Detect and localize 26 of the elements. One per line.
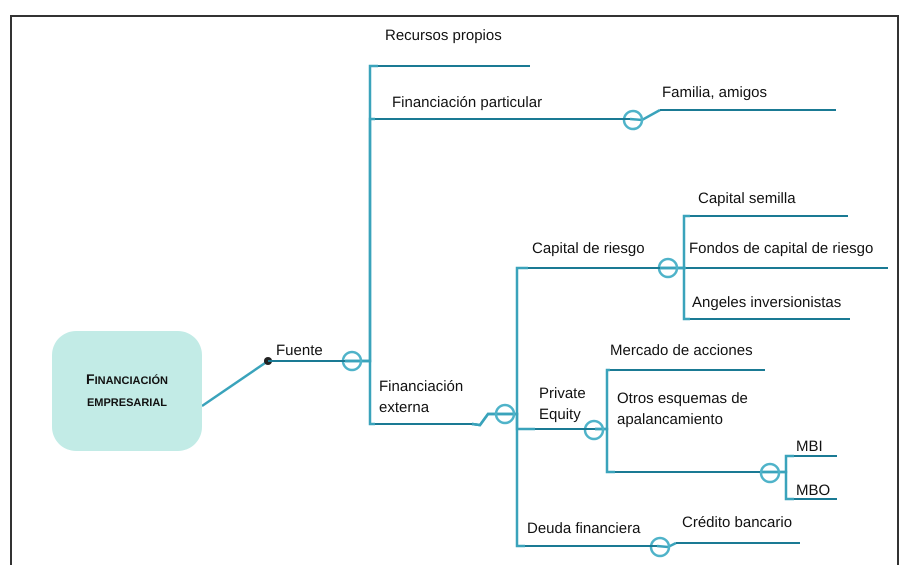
branch-connector: [472, 412, 525, 548]
connector-line: [656, 542, 678, 548]
central-topic-box: [52, 331, 202, 451]
topic-text: Recursos propios: [385, 26, 503, 46]
topic-text: MBO: [796, 481, 832, 501]
connector-line: [201, 356, 272, 408]
topic-text: Private Equity: [539, 384, 587, 425]
topic-text: Financiación particular: [392, 93, 544, 113]
topic-text: Mercado de acciones: [610, 341, 754, 361]
topic-text: Angeles inversionistas: [692, 293, 842, 313]
topic-text: Capital de riesgo: [532, 239, 646, 259]
branch-connector: [595, 428, 615, 474]
branch-connector: [660, 266, 690, 320]
branch-connector: [345, 360, 375, 426]
topic-text: Crédito bancario: [682, 513, 794, 533]
branch-connector: [760, 470, 794, 500]
topic-text: Otros esquemas de apalancamiento: [617, 389, 749, 430]
topic-text: Fondos de capital de riesgo: [689, 239, 874, 259]
topic-text: Familia, amigos: [662, 83, 768, 103]
topic-text: MBI: [796, 437, 824, 457]
connector-line: [630, 108, 661, 122]
topic-text: Deuda financiera: [527, 519, 642, 539]
topic-text: FINANCIACIÓN EMPRESARIAL: [85, 370, 169, 411]
topic-text: Fuente: [276, 341, 324, 361]
topic-text: Financiación externa: [379, 377, 464, 418]
topic-text: Capital semilla: [698, 189, 797, 209]
